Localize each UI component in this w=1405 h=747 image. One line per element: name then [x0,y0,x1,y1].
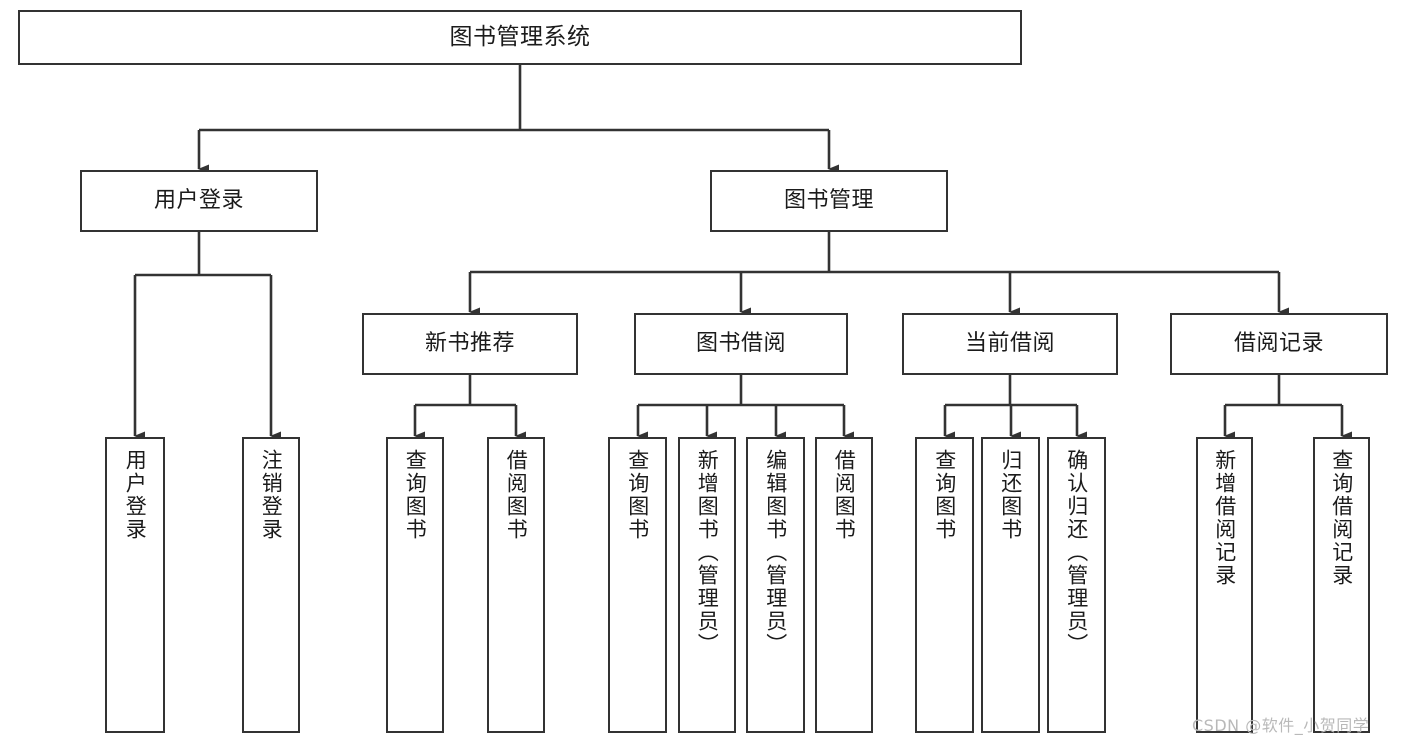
node-root[interactable]: 图书管理系统 [18,10,1022,65]
node-label-leaf-query-rec: 查询借阅记录 [1329,449,1354,587]
node-new-book-rec[interactable]: 新书推荐 [362,313,578,375]
node-leaf-edit-book[interactable]: 编辑图书（管理员） [746,437,805,733]
node-current-borrow[interactable]: 当前借阅 [902,313,1118,375]
node-label-leaf-add-book: 新增图书（管理员） [695,449,720,656]
node-leaf-add-rec[interactable]: 新增借阅记录 [1196,437,1253,733]
node-label-leaf-q-book-3: 查询图书 [932,449,957,541]
node-label-leaf-logout: 注销登录 [259,449,284,541]
node-label-leaf-q-book-2: 查询图书 [625,449,650,541]
node-leaf-query-rec[interactable]: 查询借阅记录 [1313,437,1370,733]
node-label-user-login: 用户登录 [153,187,244,213]
node-label-leaf-borrow-1: 借阅图书 [504,449,529,541]
node-label-borrow-record: 借阅记录 [1233,330,1324,356]
node-leaf-logout[interactable]: 注销登录 [242,437,300,733]
node-book-borrow[interactable]: 图书借阅 [634,313,848,375]
node-label-new-book-rec: 新书推荐 [424,330,515,356]
node-label-current-borrow: 当前借阅 [964,330,1055,356]
node-label-leaf-user-login: 用户登录 [123,449,148,541]
node-label-leaf-add-rec: 新增借阅记录 [1212,449,1237,587]
node-leaf-q-book-2[interactable]: 查询图书 [608,437,667,733]
node-leaf-q-book-1[interactable]: 查询图书 [386,437,444,733]
node-label-book-manage: 图书管理 [783,187,874,213]
node-leaf-add-book[interactable]: 新增图书（管理员） [678,437,736,733]
node-leaf-q-book-3[interactable]: 查询图书 [915,437,974,733]
node-user-login[interactable]: 用户登录 [80,170,318,232]
node-leaf-borrow-2[interactable]: 借阅图书 [815,437,873,733]
node-label-leaf-q-book-1: 查询图书 [403,449,428,541]
node-label-leaf-return: 归还图书 [998,449,1023,541]
node-borrow-record[interactable]: 借阅记录 [1170,313,1388,375]
csdn-watermark: CSDN @软件_小贺同学 [1192,716,1370,735]
node-label-leaf-conf-ret: 确认归还（管理员） [1064,449,1089,656]
node-label-leaf-borrow-2: 借阅图书 [832,449,857,541]
node-label-leaf-edit-book: 编辑图书（管理员） [763,449,788,656]
node-leaf-borrow-1[interactable]: 借阅图书 [487,437,545,733]
node-leaf-conf-ret[interactable]: 确认归还（管理员） [1047,437,1106,733]
node-leaf-user-login[interactable]: 用户登录 [105,437,165,733]
node-leaf-return[interactable]: 归还图书 [981,437,1040,733]
node-book-manage[interactable]: 图书管理 [710,170,948,232]
node-label-root: 图书管理系统 [449,23,591,50]
node-label-book-borrow: 图书借阅 [695,330,786,356]
